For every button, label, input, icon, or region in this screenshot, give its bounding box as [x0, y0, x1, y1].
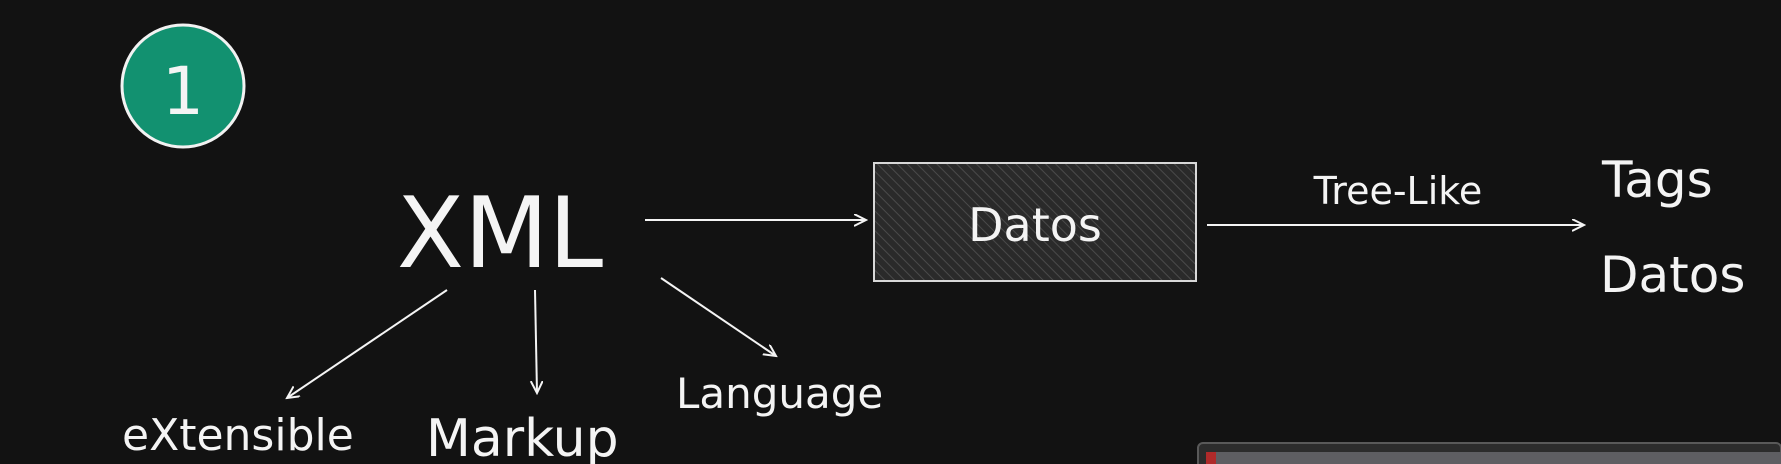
tree-like-label: Tree-Like — [1313, 169, 1483, 213]
arrow-xml-to-language — [660, 277, 776, 356]
datos-box-label: Datos — [968, 198, 1102, 252]
datos-box: Datos — [873, 162, 1197, 282]
step-badge: 1 — [120, 23, 246, 149]
xml-node: XML — [397, 177, 604, 291]
badge-number: 1 — [162, 53, 204, 130]
markup-label: Markup — [426, 409, 619, 464]
datos-box-rect — [873, 162, 1197, 282]
badge-circle — [120, 23, 246, 149]
tags-label: Tags — [1601, 151, 1713, 209]
language-label: Language — [676, 369, 883, 418]
extensible-label: eXtensible — [122, 410, 354, 461]
arrow-xml-to-markup — [535, 289, 537, 393]
datos-output-label: Datos — [1600, 246, 1745, 304]
panel-content — [1206, 452, 1781, 464]
embedded-image-panel — [1197, 442, 1781, 464]
panel-red-corner — [1206, 452, 1216, 464]
arrow-xml-to-extensible — [287, 289, 448, 398]
